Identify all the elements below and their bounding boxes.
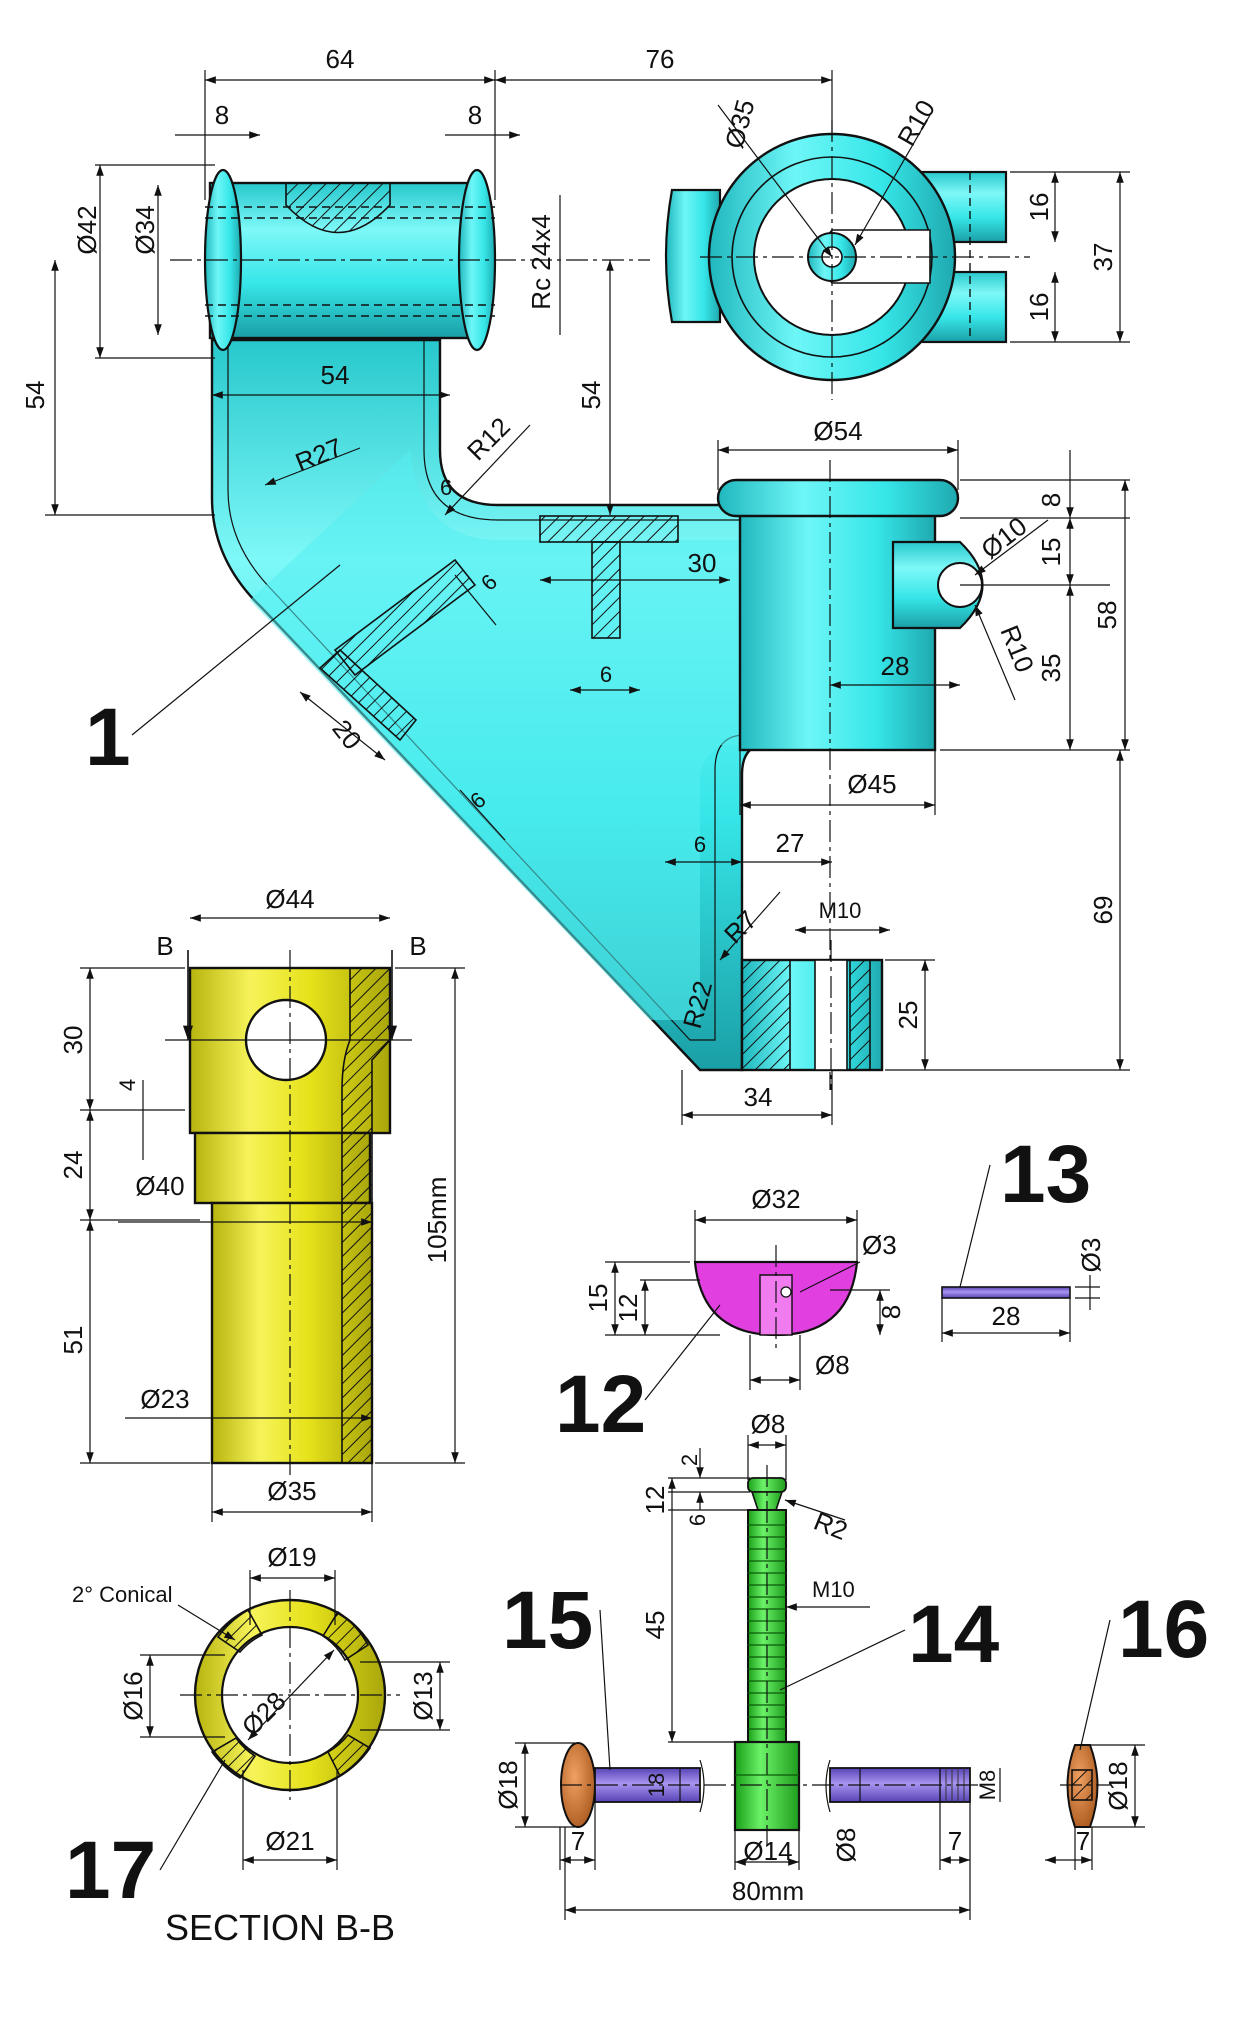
dim-dia-35-bushing: Ø35 [267, 1476, 316, 1506]
dim-8-cap: 8 [876, 1305, 906, 1319]
part-17-section-b-b: 2° Conical Ø19 Ø16 Ø28 Ø13 Ø21 SECTION B… [72, 1542, 450, 1948]
part-1-dimensions: 64 76 8 8 Ø42 Ø34 54 54 54 R27 R12 6 Rc … [20, 44, 1130, 1125]
section-marker-b-right: B [409, 931, 426, 961]
dim-58: 58 [1092, 601, 1122, 630]
dim-27: 27 [776, 828, 805, 858]
dim-30: 30 [688, 548, 717, 578]
dim-dia-19: Ø19 [267, 1542, 316, 1572]
dim-2-screw: 2 [677, 1454, 702, 1466]
dim-15-cap: 15 [583, 1284, 613, 1313]
dim-dia-3-cap: Ø3 [862, 1230, 897, 1260]
dim-dia-54-cap: Ø54 [813, 416, 862, 446]
dim-12-screw: 12 [640, 1486, 670, 1515]
section-marker-b-left: B [156, 931, 173, 961]
dim-34: 34 [744, 1082, 773, 1112]
label-part-15: 15 [502, 1575, 593, 1666]
dim-28-pin: 28 [992, 1301, 1021, 1331]
dim-r2: R2 [810, 1506, 852, 1546]
part-17-front-view: B B Ø44 30 4 24 Ø40 51 105mm Ø23 Ø35 [58, 884, 465, 1522]
dim-12-cap: 12 [613, 1294, 643, 1323]
dim-dia-35-top: Ø35 [719, 96, 761, 151]
dim-dia-8-bar: Ø8 [831, 1828, 861, 1863]
dim-dia-8-screw: Ø8 [751, 1409, 786, 1439]
label-part-1: 1 [85, 692, 131, 783]
dim-m10-screw: M10 [812, 1577, 855, 1602]
part-1-bracket-front-view [131, 168, 984, 1090]
dim-16a: 16 [1024, 193, 1054, 222]
dim-37: 37 [1088, 243, 1118, 272]
dim-69: 69 [1088, 896, 1118, 925]
label-part-17: 17 [65, 1825, 156, 1916]
dim-8b: 8 [468, 100, 482, 130]
dim-dia-23: Ø23 [140, 1384, 189, 1414]
dim-dia-45: Ø45 [847, 769, 896, 799]
dim-dia-14: Ø14 [743, 1836, 792, 1866]
part-12-cap: Ø32 Ø3 15 12 8 Ø8 [583, 1184, 906, 1390]
dim-54-mid: 54 [321, 360, 350, 390]
label-part-16: 16 [1118, 1584, 1209, 1675]
label-part-13: 13 [1000, 1129, 1091, 1220]
dim-4: 4 [115, 1079, 140, 1091]
dim-15: 15 [1036, 538, 1066, 567]
part-1-bracket-top-view [664, 120, 1030, 400]
dim-35v: 35 [1036, 654, 1066, 683]
dim-dia-32: Ø32 [751, 1184, 800, 1214]
dim-6-screw: 6 [685, 1514, 710, 1526]
dim-rc-thread: Rc 24x4 [526, 214, 556, 309]
dim-105mm: 105mm [422, 1177, 452, 1264]
dim-dia-10: Ø10 [975, 511, 1032, 565]
dim-6e: 6 [694, 832, 706, 857]
dim-54-vert: 54 [576, 381, 606, 410]
part-13-pin: 28 Ø3 [941, 1238, 1106, 1342]
dim-8a: 8 [215, 100, 229, 130]
dim-dia-8-cap: Ø8 [815, 1350, 850, 1380]
dim-54-left: 54 [20, 381, 50, 410]
dim-dia-18-knob: Ø18 [493, 1760, 523, 1809]
dim-7-end: 7 [1076, 1826, 1090, 1856]
dim-18-bar: 18 [644, 1773, 669, 1797]
dim-80mm: 80mm [732, 1876, 804, 1906]
dim-8c: 8 [1036, 493, 1066, 507]
dim-6c: 6 [600, 662, 612, 687]
dim-20: 20 [326, 714, 367, 755]
dim-r12: R12 [461, 411, 516, 466]
dim-r10-top: R10 [891, 95, 941, 151]
part-15-handle-bar: Ø18 18 7 Ø8 M8 7 80mm [493, 1742, 1001, 1920]
part-16-knob: Ø18 7 [1045, 1744, 1145, 1870]
note-2-deg-conical: 2° Conical [72, 1582, 173, 1607]
label-part-12: 12 [555, 1359, 646, 1450]
dim-24: 24 [58, 1151, 88, 1180]
label-part-14: 14 [908, 1589, 1000, 1680]
dim-dia-16: Ø16 [118, 1671, 148, 1720]
dim-m10-boss: M10 [819, 898, 862, 923]
dim-m8: M8 [975, 1770, 1000, 1801]
dim-dia-40: Ø40 [135, 1171, 184, 1201]
dim-dia-44: Ø44 [265, 884, 314, 914]
dim-dia-21: Ø21 [265, 1826, 314, 1856]
dim-64: 64 [326, 44, 355, 74]
dim-30-bushing: 30 [58, 1026, 88, 1055]
dim-dia-34: Ø34 [130, 205, 160, 254]
dim-7-bar: 7 [948, 1826, 962, 1856]
dim-dia-13: Ø13 [408, 1671, 438, 1720]
dim-7-knob: 7 [571, 1826, 585, 1856]
dim-76: 76 [646, 44, 675, 74]
dim-28: 28 [881, 651, 910, 681]
dim-25: 25 [893, 1001, 923, 1030]
dim-6a: 6 [440, 475, 452, 500]
dim-dia-3-pin: Ø3 [1076, 1238, 1106, 1273]
dim-45-screw: 45 [640, 1611, 670, 1640]
dim-dia-18-end: Ø18 [1103, 1761, 1133, 1810]
dim-51: 51 [58, 1326, 88, 1355]
dim-16b: 16 [1024, 293, 1054, 322]
part-number-labels: 1 12 13 14 15 16 17 [65, 692, 1209, 1916]
dim-dia-42: Ø42 [72, 205, 102, 254]
section-b-b-caption: SECTION B-B [165, 1907, 395, 1948]
